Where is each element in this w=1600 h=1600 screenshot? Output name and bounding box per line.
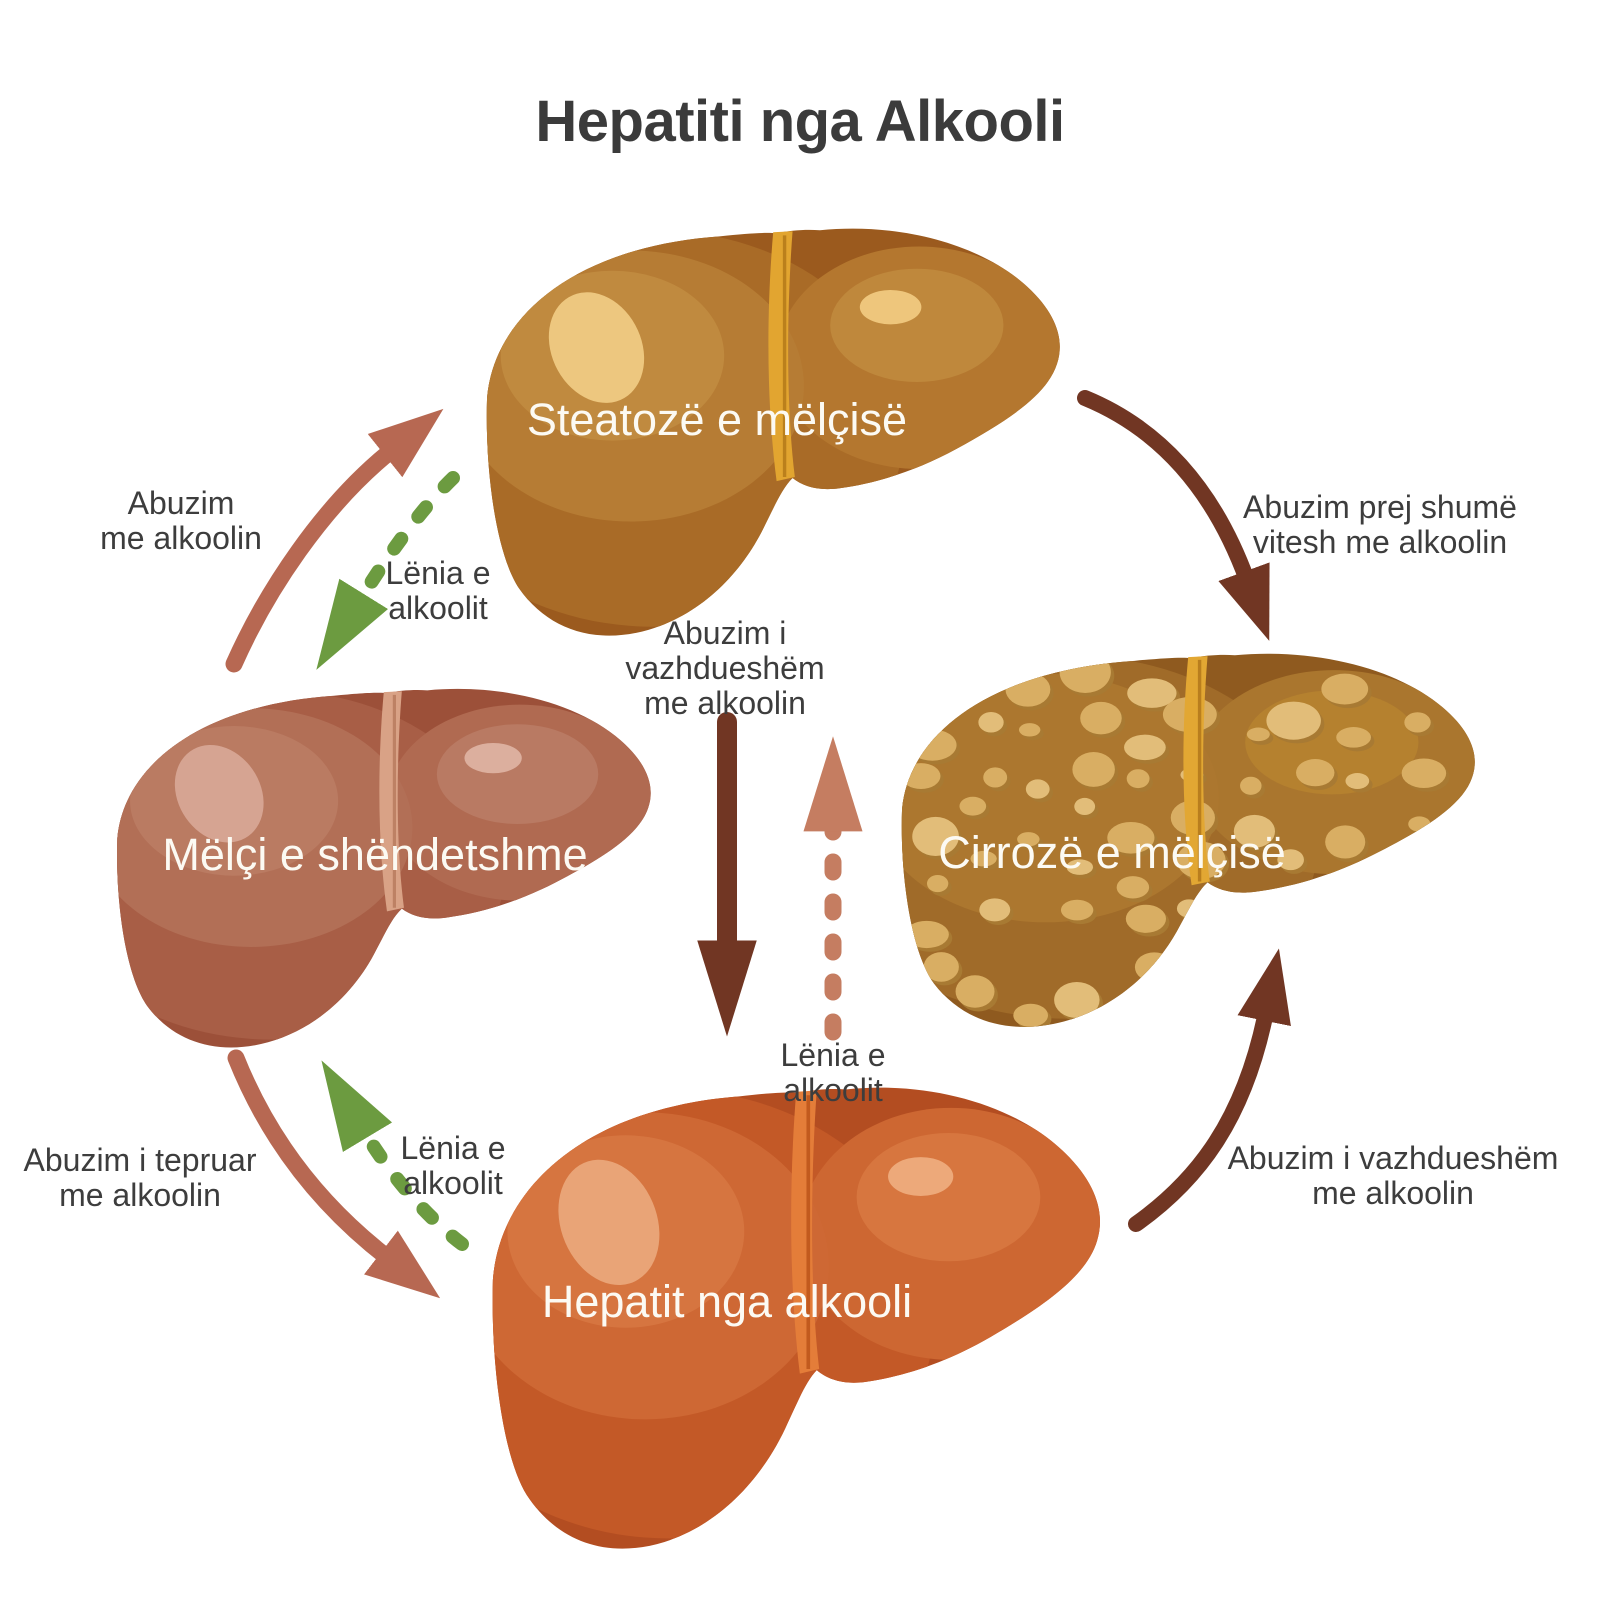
note-steatosis-to-hepatitis: Abuzim i vazhdueshëm me alkoolin — [625, 615, 825, 721]
note-hepatitis-to-cirrhosis: Abuzim i vazhdueshëm me alkoolin — [1227, 1140, 1559, 1211]
liver-cirrhosis — [901, 653, 1475, 1027]
note-healthy-to-steatosis: Abuzim me alkoolin — [100, 485, 262, 556]
arrow-hepatitis-to-healthy — [321, 1060, 469, 1251]
note-hepatitis-to-steatosis: Lënia e alkoolit — [780, 1037, 886, 1108]
liver-healthy — [117, 688, 651, 1048]
liver-hepatitis — [492, 1087, 1101, 1549]
cirrhosis-nodules — [901, 653, 1450, 1027]
note-steatosis-to-cirrhosis: Abuzim prej shumë vitesh me alkoolin — [1243, 489, 1517, 560]
label-cirrhosis: Cirrozë e mëlçisë — [938, 827, 1286, 878]
arrow-steatosis-to-cirrhosis — [1077, 390, 1270, 641]
note-hepatitis-to-healthy: Lënia e alkoolit — [400, 1130, 506, 1201]
label-healthy: Mëlçi e shëndetshme — [162, 829, 588, 880]
note-steatosis-to-healthy: Lënia e alkoolit — [385, 555, 491, 626]
label-hepatitis: Hepatit nga alkooli — [541, 1276, 913, 1327]
note-healthy-to-hepatitis: Abuzim i tepruar me alkoolin — [23, 1142, 257, 1213]
label-steatosis: Steatozë e mëlçisë — [526, 394, 908, 445]
arrow-healthy-to-hepatitis — [227, 1049, 441, 1299]
liver-steatosis — [486, 228, 1060, 636]
arrow-hepatitis-to-cirrhosis — [1128, 948, 1291, 1232]
arrow-healthy-to-steatosis — [225, 408, 444, 673]
arrow-steatosis-to-healthy — [316, 471, 460, 670]
page-title: Hepatiti nga Alkooli — [535, 89, 1065, 154]
